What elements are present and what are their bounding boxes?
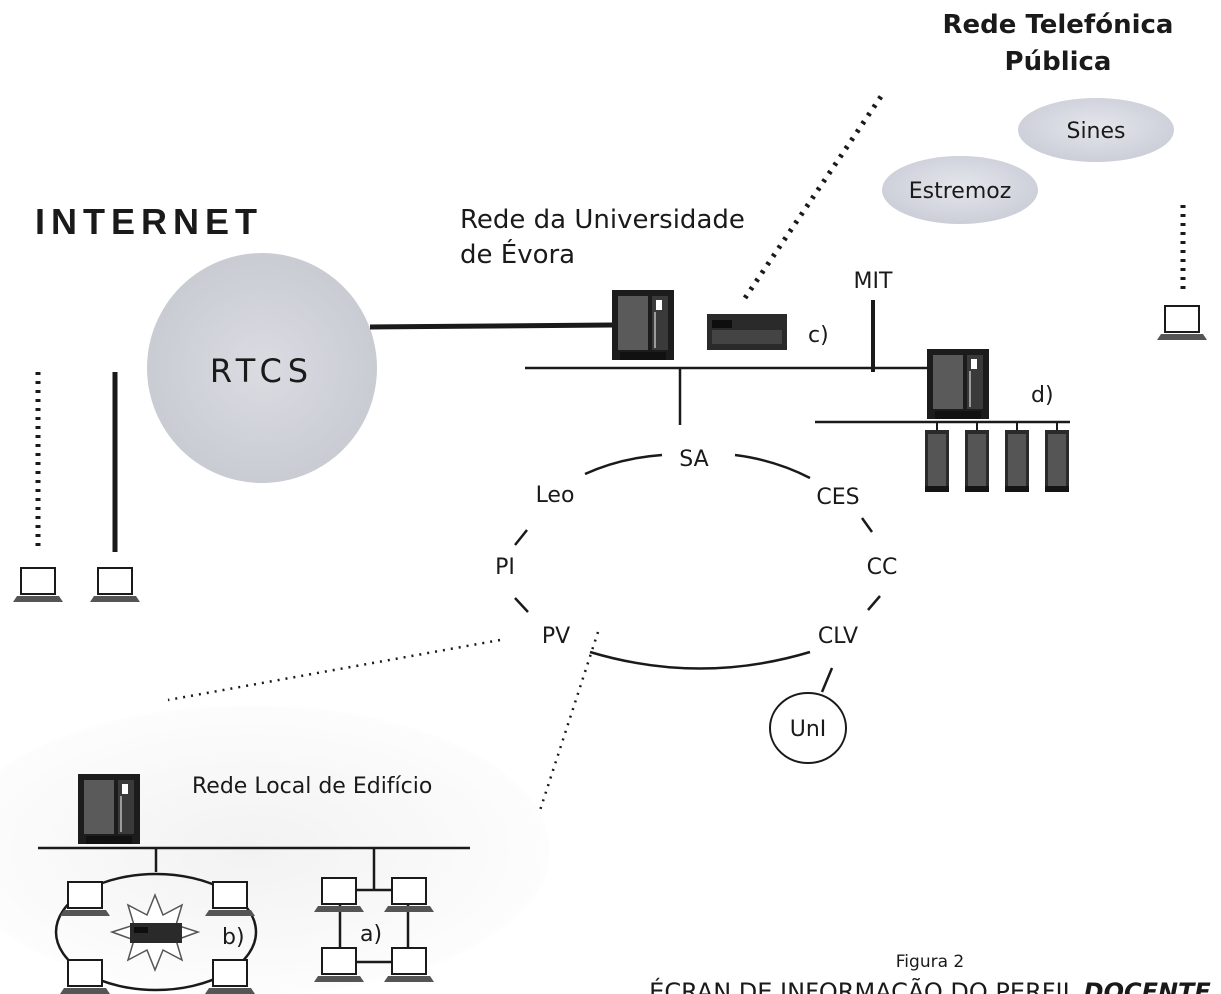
terminal-cluster bbox=[925, 422, 1069, 492]
ring-node-sa: SA bbox=[679, 447, 708, 472]
laptop-icon bbox=[12, 567, 64, 603]
label-a: a) bbox=[360, 922, 382, 947]
server-icon bbox=[926, 348, 990, 420]
ring-node-clv: CLV bbox=[818, 624, 858, 649]
laptop-icon bbox=[383, 877, 435, 913]
terminal-icon bbox=[1045, 430, 1069, 492]
terminal-icon bbox=[1005, 430, 1029, 492]
laptop-icon bbox=[59, 959, 111, 994]
laptop-icon bbox=[204, 959, 256, 994]
server-icon bbox=[611, 289, 675, 361]
laptop-icon bbox=[1156, 305, 1208, 341]
estremoz-cloud bbox=[882, 156, 1038, 224]
telephone-network-title-2: Pública bbox=[1005, 47, 1112, 77]
university-network-label-1: Rede da Universidade bbox=[460, 205, 745, 235]
burst-device-icon bbox=[109, 892, 201, 973]
token-ring-b bbox=[54, 872, 258, 992]
label-b: b) bbox=[222, 925, 245, 950]
dotted-link-telephone bbox=[742, 93, 885, 300]
terminal-icon bbox=[965, 430, 989, 492]
local-network-area bbox=[0, 705, 550, 994]
ring-network bbox=[514, 453, 881, 693]
local-network-label: Rede Local de Edifício bbox=[192, 774, 432, 799]
ring-node-ces: CES bbox=[816, 485, 859, 510]
internet-title: INTERNET bbox=[35, 201, 263, 242]
backbone-link bbox=[369, 322, 613, 330]
rtcs-cloud bbox=[147, 253, 377, 483]
university-network-label-2: de Évora bbox=[460, 238, 575, 270]
figure-label: Figura 2 bbox=[896, 952, 964, 972]
server-icon bbox=[77, 773, 141, 845]
unl-node bbox=[769, 692, 847, 764]
estremoz-label: Estremoz bbox=[909, 179, 1012, 204]
figure-caption: ÉCRAN DE INFORMAÇÃO DO PERFIL DOCENTE bbox=[649, 976, 1211, 994]
sines-label: Sines bbox=[1066, 119, 1125, 144]
ring-node-pv: PV bbox=[542, 624, 570, 649]
mit-label: MIT bbox=[854, 269, 893, 294]
laptop-icon bbox=[383, 947, 435, 983]
terminal-icon bbox=[925, 430, 949, 492]
laptop-icon bbox=[59, 881, 111, 917]
laptop-icon bbox=[204, 881, 256, 917]
unl-label: UnI bbox=[790, 717, 827, 742]
laptop-icon bbox=[313, 947, 365, 983]
telephone-network-title-1: Rede Telefónica bbox=[943, 10, 1174, 40]
label-d: d) bbox=[1031, 383, 1054, 408]
laptop-icon bbox=[313, 877, 365, 913]
ring-node-cc: CC bbox=[867, 555, 898, 580]
laptop-icon bbox=[89, 567, 141, 603]
rtcs-label: RTCS bbox=[210, 352, 314, 390]
zoom-line-left bbox=[167, 638, 501, 702]
sines-cloud bbox=[1018, 98, 1174, 162]
ring-node-pi: PI bbox=[495, 555, 515, 580]
figure-caption-emphasis: DOCENTE bbox=[1084, 978, 1212, 994]
modem-icon bbox=[707, 314, 787, 350]
ring-node-leo: Leo bbox=[536, 483, 575, 508]
label-c: c) bbox=[808, 323, 829, 348]
figure-caption-prefix: ÉCRAN DE INFORMAÇÃO DO PERFIL bbox=[649, 976, 1083, 994]
